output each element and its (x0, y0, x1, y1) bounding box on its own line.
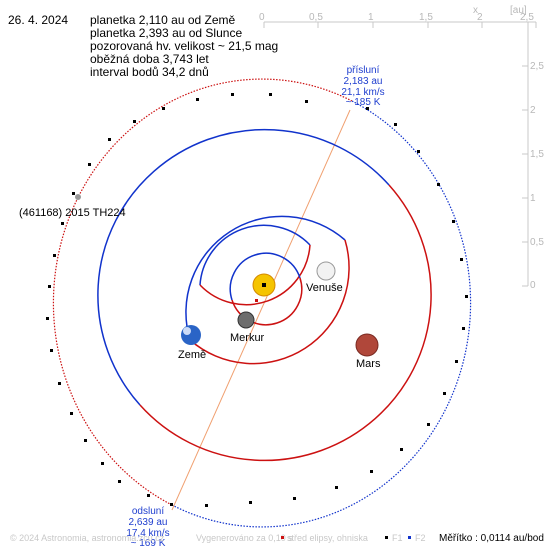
ellipse-center-marker (255, 299, 258, 302)
perihelion-speed: 21,1 km/s (341, 87, 385, 98)
y-tick-2: 2 (530, 105, 536, 116)
y-tick-0: 0 (530, 280, 536, 291)
asteroid-orbit-red (52, 78, 353, 506)
venus-label: Venuše (306, 282, 343, 294)
scale-label: Měřítko : 0,0114 au/bod (439, 533, 544, 544)
x-tick-2: 1 (368, 12, 374, 23)
y-tick-1: 1 (530, 193, 536, 204)
unit-label: [au] (510, 5, 527, 16)
x-tick-0: 0 (259, 12, 265, 23)
mercury-orbit-red (231, 277, 303, 326)
aphelion-distance: 2,639 au (128, 517, 168, 528)
x-tick-1: 0,5 (309, 12, 323, 23)
x-tick-4: 2 (477, 12, 483, 23)
perihelion-distance: 2,183 au (343, 76, 383, 87)
y-tick-0-5: 0,5 (530, 237, 544, 248)
generated-label: Vygenerováno za 0,10 s (196, 533, 293, 543)
info-line-sun-distance: planetka 2,393 au od Slunce (90, 26, 243, 40)
aphelion-title: odsluní (131, 506, 165, 517)
axis-ticks (263, 21, 537, 287)
legend-center-label: střed elipsy, ohniska (287, 533, 368, 543)
y-tick-1-5: 1,5 (530, 149, 544, 160)
legend-f1-label: F1 (392, 533, 403, 543)
mars-icon (355, 333, 379, 357)
earth-orbit-red (189, 239, 350, 365)
venus-orbit-blue (199, 224, 311, 286)
legend-f2-label: F2 (415, 533, 426, 543)
info-line-magnitude: pozorovaná hv. velikost ~ 21,5 mag (90, 39, 279, 53)
aphelion-temperature: ~ 169 K (130, 538, 166, 549)
f1-legend-marker (385, 536, 388, 539)
date-label: 26. 4. 2024 (8, 13, 69, 27)
f2-legend-marker (408, 536, 411, 539)
mercury-label: Merkur (230, 332, 265, 344)
mercury-orbit-blue (229, 252, 301, 301)
y-tick-2-5: 2,5 (530, 61, 544, 72)
venus-icon (316, 261, 336, 281)
aphelion-speed: 17,4 km/s (126, 528, 170, 539)
earth-label: Země (178, 349, 207, 361)
earth-icon (181, 325, 201, 345)
asteroid-position-markers (46, 93, 468, 507)
asteroid-label: (461168) 2015 TH224 (19, 207, 126, 219)
mars-orbit-red (139, 184, 432, 462)
perihelion-temperature: ~ 185 K (345, 97, 381, 108)
apsis-line (171, 109, 351, 511)
mars-label: Mars (356, 358, 381, 370)
asteroid-orbit-blue (171, 100, 472, 528)
info-line-period: oběžná doba 3,743 let (90, 52, 209, 66)
mars-orbit-blue (97, 128, 390, 406)
mercury-icon (237, 311, 255, 329)
asteroid-marker (75, 194, 81, 200)
copyright-label: © 2024 Astronomia, astronomia.zcu.cz (10, 533, 165, 543)
perihelion-title: přísluní (346, 65, 380, 76)
x-axis-label: x (473, 5, 478, 16)
earth-orbit-blue (185, 215, 346, 341)
x-tick-5: 2,5 (520, 12, 534, 23)
center-legend-marker (281, 536, 284, 539)
info-line-point-interval: interval bodů 34,2 dnů (90, 65, 209, 79)
info-line-earth-distance: planetka 2,110 au od Země (90, 13, 236, 27)
venus-orbit-red (199, 244, 311, 306)
x-tick-3: 1,5 (419, 12, 433, 23)
